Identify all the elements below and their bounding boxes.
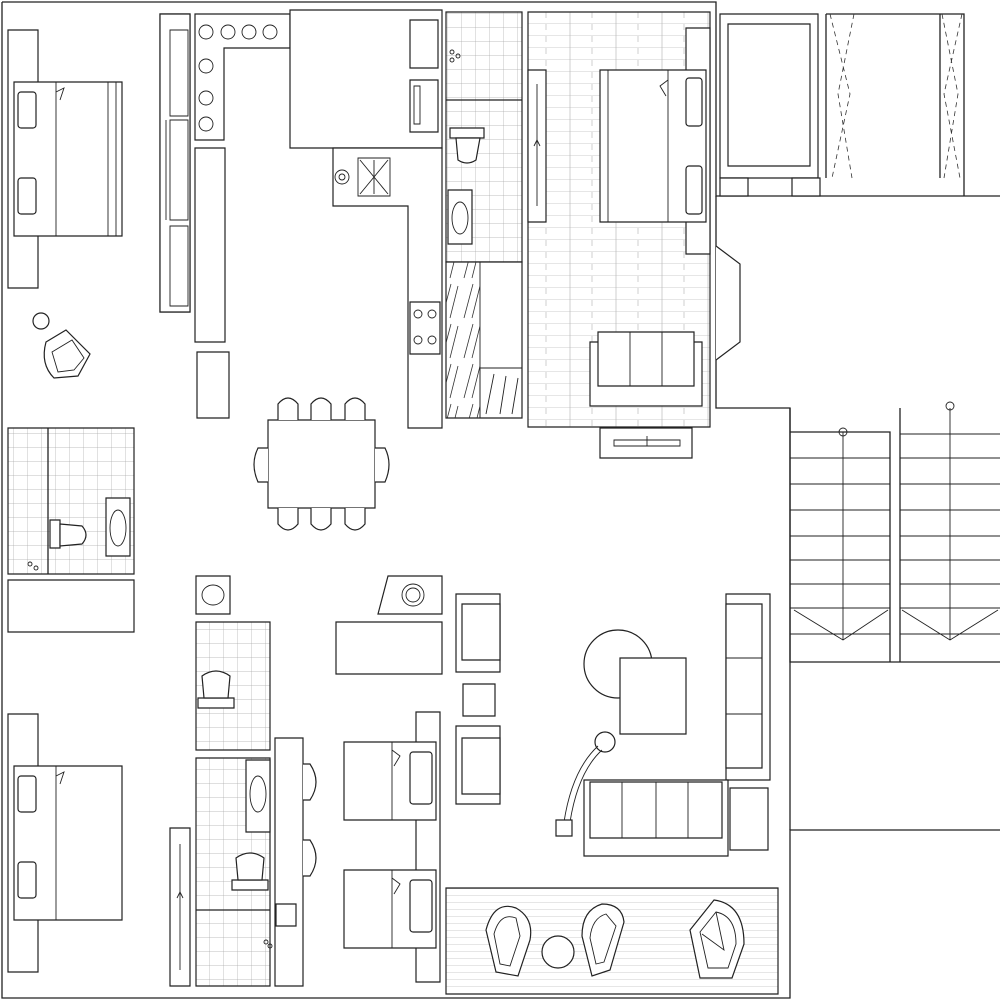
bathroom-top — [446, 12, 522, 418]
wardrobe-icon — [160, 14, 190, 312]
wardrobe-icon — [8, 580, 134, 632]
living-room — [336, 576, 770, 856]
stove-icon — [410, 302, 440, 354]
master-bedroom — [528, 12, 740, 458]
chair-icon — [254, 398, 389, 530]
sink-icon — [448, 190, 472, 244]
desk-icon — [275, 738, 303, 986]
lounge-chair-icon — [486, 906, 531, 976]
wardrobe-icon — [528, 70, 546, 222]
table-icon — [542, 936, 574, 968]
toilet-icon — [450, 128, 484, 163]
bathroom-center — [170, 576, 272, 986]
toilet-icon — [50, 520, 86, 548]
sink-icon — [333, 148, 442, 428]
terrace-bottom — [446, 888, 778, 994]
sofa-icon — [590, 332, 702, 406]
kitchen-counter-icon — [195, 14, 290, 140]
side-table-icon — [730, 788, 768, 850]
bed-icon — [344, 712, 440, 982]
sink-icon — [196, 576, 230, 614]
bedroom-top-left — [8, 14, 190, 378]
shelf-icon — [336, 622, 442, 674]
bay-window-icon — [716, 246, 740, 360]
kitchen — [195, 10, 442, 428]
bathroom-left — [8, 428, 134, 632]
bed-icon — [8, 714, 122, 972]
counter-icon — [195, 148, 225, 342]
toilet-icon — [232, 853, 268, 890]
twin-bedroom — [275, 712, 440, 986]
coffee-table-icon — [584, 630, 686, 734]
lounge-chair-icon — [33, 313, 90, 378]
tv-stand-icon — [600, 428, 692, 458]
table-icon — [268, 420, 375, 508]
balcony — [720, 14, 964, 196]
sofa-icon — [584, 780, 728, 856]
wardrobe-icon — [170, 828, 190, 986]
toilet-icon — [198, 671, 234, 708]
side-table-icon — [463, 684, 495, 716]
bed-icon — [8, 30, 122, 288]
fireplace-icon — [378, 576, 442, 614]
bedroom-bottom-left — [8, 714, 122, 972]
sofa-icon — [726, 594, 770, 780]
armchair-icon — [456, 594, 500, 804]
lounge-chair-icon — [690, 900, 744, 978]
sink-icon — [246, 760, 270, 832]
wardrobe-icon — [446, 262, 522, 418]
sink-icon — [106, 498, 130, 556]
lounge-chair-icon — [582, 904, 624, 976]
cabinet-icon — [197, 352, 229, 418]
chair-icon — [303, 764, 316, 876]
lamp-icon — [556, 732, 615, 836]
dining-area — [254, 398, 389, 530]
bed-icon — [600, 28, 710, 254]
appliance-block-icon — [290, 10, 442, 148]
staircase — [790, 402, 1000, 662]
